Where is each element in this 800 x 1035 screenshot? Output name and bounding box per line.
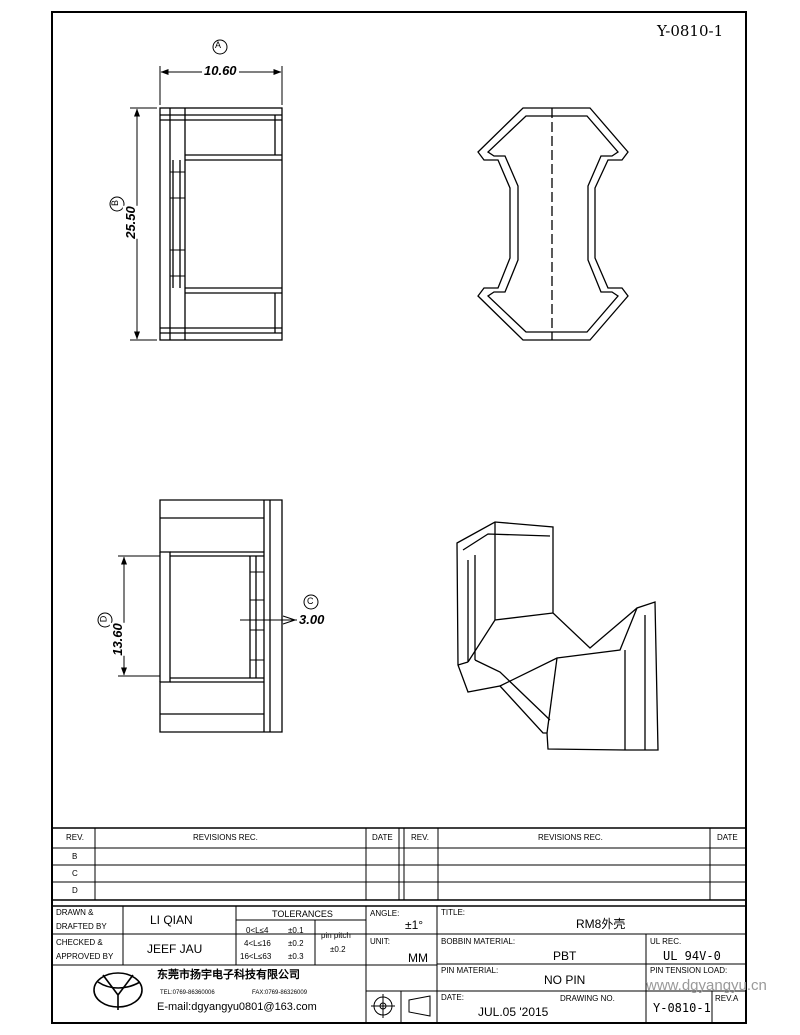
drawing-border [51,11,747,1024]
rev-header-right: REV. [411,833,429,842]
rec-header-left: REVISIONS REC. [193,833,258,842]
approved-label: APPROVED BY [56,952,114,961]
isometric-view [456,521,659,751]
company-email: E-mail:dgyangyu0801@163.com [157,1001,317,1013]
pin-tension-label: PIN TENSION LOAD: [650,966,728,975]
drawn-label: DRAWN & [56,908,94,917]
tol-value-2: ±0.2 [288,939,304,948]
pin-material-value: NO PIN [544,973,586,987]
date-header-right: DATE [717,833,738,842]
company-tel: TEL:0769-86360006 [160,990,215,996]
ul-rec-value: UL 94V-0 [663,949,721,963]
projection-symbol [371,994,431,1018]
tol-value-1: ±0.1 [288,926,304,935]
date-label: DATE: [441,993,464,1002]
dim-c-value: 3.00 [299,612,325,627]
tol-range-1: 0<L≤4 [246,926,269,935]
rev-row-d: D [72,886,78,895]
drafted-label: DRAFTED BY [56,922,107,931]
pin-pitch-value: ±0.2 [330,945,346,954]
dimension-c [240,594,319,625]
unit-label: UNIT: [370,937,390,946]
drawn-by: LI QIAN [150,913,193,927]
company-logo [93,972,143,1010]
side-view [477,107,629,341]
rev-label: REV.A [715,994,739,1003]
company-name: 东莞市扬宇电子科技有限公司 [157,969,300,981]
company-fax: FAX:0769-86326009 [252,990,308,996]
rev-header-left: REV. [66,833,84,842]
dim-a-label: A [215,40,222,50]
approved-by: JEEF JAU [147,942,203,956]
tol-range-3: 16<L≤63 [240,952,272,961]
rev-row-b: B [72,852,78,861]
tol-value-3: ±0.3 [288,952,304,961]
checked-label: CHECKED & [56,938,103,947]
top-view [159,107,283,341]
dim-a-value: 10.60 [202,63,239,78]
angle-value: ±1° [405,918,424,932]
title-value: RM8外壳 [576,917,626,931]
drawing-no-label: DRAWING NO. [560,994,615,1003]
pin-pitch-label: pin pitch [321,931,351,940]
dimension-d [97,555,160,677]
tol-range-2: 4<L≤16 [244,939,271,948]
dim-c-label: C [307,596,314,606]
angle-label: ANGLE: [370,909,400,918]
date-header-left: DATE [372,833,393,842]
pin-material-label: PIN MATERIAL: [441,966,499,975]
drawing-no-value: Y-0810-1 [653,1001,711,1015]
watermark: www.dgyangyu.cn [646,977,767,994]
bobbin-material-label: BOBBIN MATERIAL: [441,937,516,946]
tolerances-label: TOLERANCES [272,909,333,919]
bobbin-material-value: PBT [553,949,577,963]
technical-drawing [97,39,659,751]
rev-row-c: C [72,869,78,878]
ul-rec-label: UL REC. [650,937,682,946]
rec-header-right: REVISIONS REC. [538,833,603,842]
front-view [159,499,283,733]
unit-value: MM [408,951,428,965]
title-label: TITLE: [441,908,466,917]
date-value: JUL.05 '2015 [478,1005,549,1019]
drawing-id: Y-0810-1 [657,22,724,40]
